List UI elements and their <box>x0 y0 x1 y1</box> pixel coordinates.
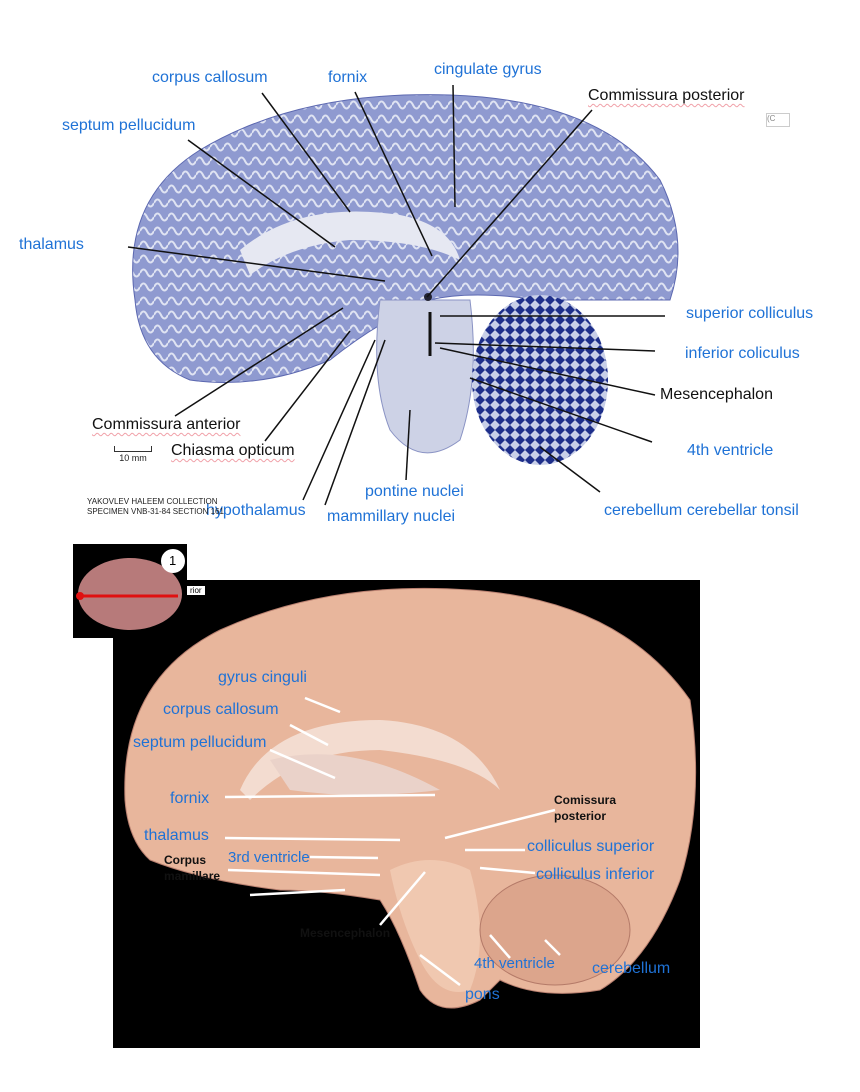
label-corpus-mamillare: Corpus mamillare <box>164 852 220 884</box>
label-hypothalamus: hypothalamus <box>206 502 306 519</box>
label-4th-ventricle-photo: 4th ventricle <box>474 955 555 972</box>
label-corpus-callosum-photo: corpus callosum <box>163 701 279 718</box>
label-cerebellum-tonsil: cerebellum cerebellar tonsil <box>604 502 799 519</box>
label-cingulate-gyrus: cingulate gyrus <box>434 61 542 78</box>
histology-section-image <box>127 84 679 506</box>
label-mammillary-nuclei: mammillary nuclei <box>327 508 456 525</box>
scale-label: 10 mm <box>119 453 147 463</box>
label-corpus-callosum: corpus callosum <box>152 69 268 86</box>
label-inferior-coliculus: inferior coliculus <box>685 345 800 362</box>
label-mesencephalon: Mesencephalon <box>660 386 773 403</box>
label-4th-ventricle: 4th ventricle <box>687 442 774 459</box>
specimen-credit: YAKOVLEV HALEEM COLLECTION SPECIMEN VNB-… <box>87 497 224 517</box>
label-superior-colliculus: superior colliculus <box>686 305 814 322</box>
thumbnail-number: 1 <box>169 553 177 568</box>
icon-text: (C <box>767 114 776 123</box>
label-corpus-mamillare-line2: mamillare <box>164 869 221 883</box>
label-thalamus: thalamus <box>19 236 84 253</box>
label-colliculus-superior: colliculus superior <box>527 838 655 855</box>
label-chiasma-opticum: Chiasma opticum <box>171 442 295 459</box>
thumbnail-direction-tag: rior <box>187 586 205 595</box>
label-septum-pellucidum: septum pellucidum <box>62 117 196 134</box>
label-thalamus-photo: thalamus <box>144 827 209 844</box>
label-pontine-nuclei: pontine nuclei <box>365 483 464 500</box>
label-commissura-posterior: Commissura posterior <box>588 87 745 104</box>
annotation-lines <box>127 84 665 506</box>
label-gyrus-cinguli: gyrus cinguli <box>218 669 307 686</box>
credit-line-2: SPECIMEN VNB-31-84 SECTION 161 <box>87 507 224 516</box>
label-comissura-posterior-photo: Comissura posterior <box>554 792 616 824</box>
label-comissura-line1: Comissura <box>554 793 617 807</box>
label-comissura-line2: posterior <box>554 809 607 823</box>
label-3rd-ventricle: 3rd ventricle <box>228 849 310 866</box>
label-commissura-anterior: Commissura anterior <box>92 416 241 433</box>
label-pons: pons <box>465 986 500 1003</box>
label-cerebellum-photo: cerebellum <box>592 960 671 977</box>
label-fornix: fornix <box>328 69 368 86</box>
clipboard-icon: (C <box>766 113 790 127</box>
annotation-arrows <box>224 696 561 986</box>
label-septum-pellucidum-photo: septum pellucidum <box>133 734 267 751</box>
scale-bar: 10 mm <box>114 446 152 463</box>
label-corpus-mamillare-line1: Corpus <box>164 853 206 867</box>
label-colliculus-inferior: colliculus inferior <box>536 866 655 883</box>
label-fornix-photo: fornix <box>170 790 210 807</box>
label-mesencephalon-photo: Mesencephalon <box>300 926 391 940</box>
orientation-thumbnail: 1 rior <box>73 544 205 638</box>
credit-line-1: YAKOVLEV HALEEM COLLECTION <box>87 497 218 506</box>
